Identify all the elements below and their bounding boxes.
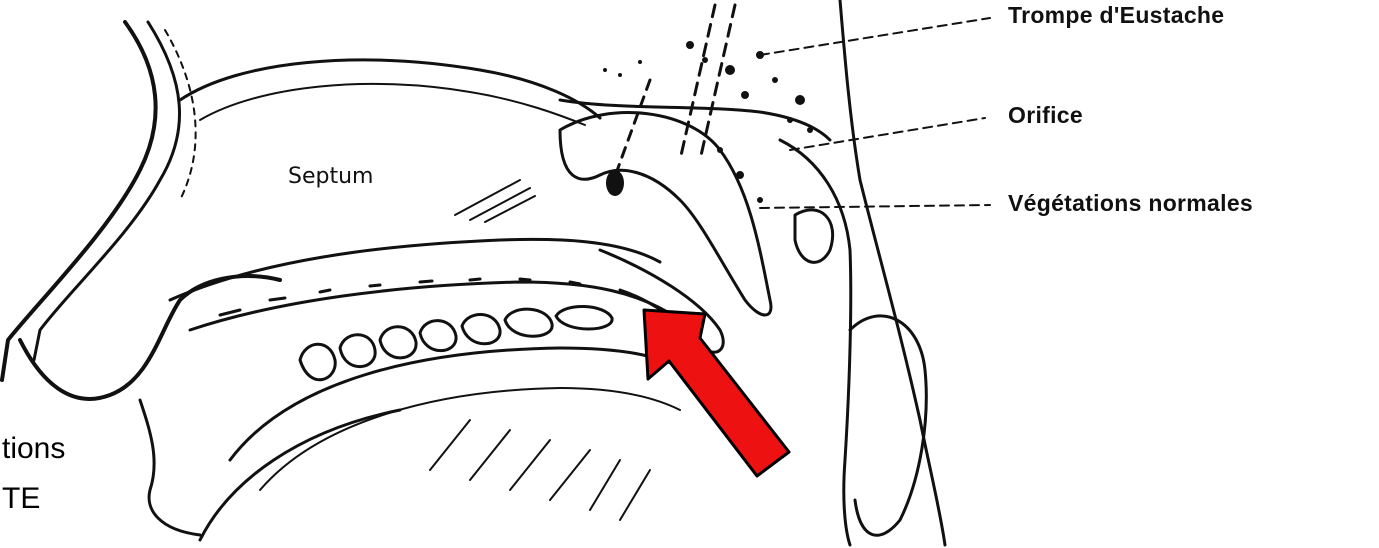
leader-vegetations (760, 205, 990, 208)
label-vegetations-normales: Végétations normales (1008, 190, 1253, 217)
eustachian-tube-left (680, 5, 715, 160)
label-septum: Septum (288, 164, 373, 189)
posterior-wall (840, 0, 945, 545)
leader-trompe (760, 18, 990, 55)
septum-inner (200, 84, 585, 125)
cropped-text-line2: TE (2, 482, 40, 516)
lower-jaw (200, 410, 400, 540)
tongue-fibers (430, 420, 650, 520)
vertebra-outline (850, 316, 926, 535)
adenoid-mass (560, 113, 771, 315)
lip-upper (140, 400, 200, 535)
red-arrow (644, 310, 789, 476)
nostril-outline (20, 276, 280, 399)
upper-teeth (300, 306, 612, 379)
label-orifice: Orifice (1008, 102, 1083, 129)
leader-orifice (790, 118, 985, 150)
label-trompe-eustache: Trompe d'Eustache (1008, 2, 1224, 29)
cropped-text-line1: tions (2, 432, 65, 466)
nasal-bone-outer (2, 22, 156, 380)
hard-palate-bottom (190, 282, 680, 330)
leader-septum-hatch (455, 180, 535, 222)
orifice-spot (606, 170, 624, 196)
tongue-inner (260, 388, 680, 490)
tongue-outline (230, 348, 690, 460)
pharyngeal-wall (780, 140, 851, 545)
nasal-bone-inner (34, 22, 180, 360)
septum-outline (180, 60, 600, 118)
hard-palate-top (170, 239, 660, 300)
epiglottis (795, 210, 833, 262)
